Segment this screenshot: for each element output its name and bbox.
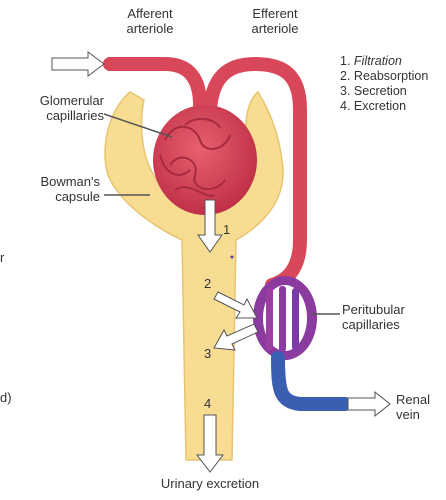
edge-fragment-r: r <box>0 250 5 265</box>
efferent-vessel <box>203 56 307 292</box>
afferent-label: Afferent arteriole <box>126 6 174 36</box>
secretion-arrow <box>213 323 259 351</box>
peritubular-capillaries <box>253 276 317 360</box>
process-item-4: 4. Excretion <box>340 99 407 113</box>
glomerular-leader <box>103 113 173 138</box>
filtration-arrow <box>197 199 223 253</box>
process-item-2: 2. Reabsorption <box>340 69 429 83</box>
reabsorption-arrow <box>213 291 258 319</box>
marker-dot <box>230 255 234 259</box>
excretion-arrow <box>195 414 225 473</box>
bowmans-label: Bowman's capsule <box>40 174 100 204</box>
urinary-excretion-label: Urinary excretion <box>160 476 260 491</box>
peritubular-label: Peritubular capillaries <box>342 302 405 332</box>
step-number-4: 4 <box>204 396 212 411</box>
process-list: 1. Filtration 2. Reabsorption 3. Secreti… <box>340 54 446 114</box>
renal-vein-vessel <box>271 351 352 411</box>
process-item-1: 1. Filtration <box>340 54 402 68</box>
process-item-3: 3. Secretion <box>340 84 407 98</box>
afferent-arteriole <box>103 57 207 112</box>
inflow-arrow <box>51 51 105 77</box>
edge-fragment-d: d) <box>0 390 12 405</box>
step-number-2: 2 <box>204 276 212 291</box>
outflow-arrow <box>347 390 391 418</box>
glomerulus <box>153 105 257 215</box>
glomerular-label: Glomerular capillaries <box>39 93 104 123</box>
renal-vein-label: Renal vein <box>396 392 430 422</box>
efferent-label: Efferent arteriole <box>251 6 299 36</box>
step-number-3: 3 <box>204 346 212 361</box>
step-number-1: 1 <box>223 222 231 237</box>
